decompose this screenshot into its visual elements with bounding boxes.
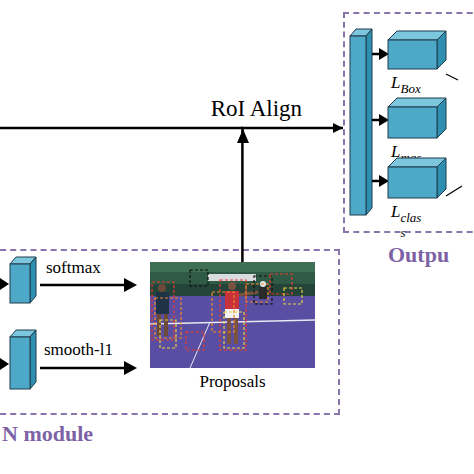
photo-stands (150, 262, 315, 272)
court-line (190, 322, 210, 368)
player-body (156, 292, 169, 314)
proposal-box (220, 280, 246, 350)
player-leg (164, 314, 168, 336)
player-head (228, 282, 236, 290)
loss-subscript: Box (400, 81, 420, 96)
exit-strokes (446, 74, 462, 196)
proposal-box (152, 282, 174, 340)
player-shorts (225, 309, 239, 318)
player-body (259, 287, 267, 299)
image-caption: Proposals (150, 372, 315, 392)
loss-label: LBox (391, 73, 421, 96)
cube-shape (388, 31, 446, 69)
module-box: OutpuLBoxLmasLclas s (343, 12, 474, 233)
exit-line (446, 186, 462, 196)
proposal-boxes (152, 270, 302, 350)
arrow-head (124, 278, 137, 292)
arrow-line (40, 284, 126, 287)
feature-line (0, 127, 243, 130)
proposal-box (270, 274, 292, 294)
cube-shape (388, 98, 446, 138)
arrow-head (124, 361, 137, 375)
loss-symbol: L (391, 73, 400, 92)
player-body (225, 291, 239, 309)
cube-front (388, 40, 437, 69)
cube-front (388, 107, 437, 138)
photo-backdrop (150, 262, 315, 368)
proposal-photo (150, 262, 315, 368)
cube-top (388, 31, 446, 40)
cube-front (388, 167, 437, 198)
arrow-head (0, 358, 9, 370)
loss-subscript: clas s (400, 210, 425, 240)
proposal-box (246, 284, 268, 302)
proposal-box (160, 320, 176, 348)
module-label: Outpu (388, 242, 449, 268)
branch-label: softmax (46, 258, 101, 278)
exit-line (446, 74, 458, 80)
loss-symbol: L (391, 202, 400, 221)
player-leg (227, 318, 231, 344)
slab-side (30, 257, 36, 303)
loss-cube: LBox (388, 31, 446, 75)
cube-side (437, 31, 446, 69)
proposal-box (224, 312, 244, 348)
court-line (150, 320, 315, 324)
cube-top (388, 98, 446, 107)
edge-label: RoI Align (211, 96, 302, 122)
cube-top (388, 158, 446, 167)
slab-side (30, 330, 36, 389)
player-head (158, 284, 166, 292)
proposal-box (254, 276, 272, 304)
branch-label: smooth-l1 (44, 340, 113, 360)
arrow-line (40, 367, 126, 370)
player-arm (239, 292, 258, 295)
cube-side (437, 98, 446, 138)
output-feature-slab (350, 29, 372, 215)
module-label: N module (2, 421, 93, 447)
rpn-arrows (0, 278, 137, 375)
proposal-box (186, 332, 204, 350)
slab-side (366, 29, 372, 215)
flow-arrow (242, 128, 343, 262)
loss-cube: Lclas s (388, 158, 446, 204)
rpn-slab-top (10, 257, 36, 303)
arrow-head (0, 278, 9, 290)
loss-cube: Lmas (388, 98, 446, 144)
cube-side (437, 158, 446, 198)
slab-front (350, 36, 366, 215)
backbone-line (0, 128, 249, 143)
slab-front (10, 337, 30, 389)
loss-label: Lclas s (391, 202, 425, 240)
rpn-slab-bottom (10, 330, 36, 389)
proposal-box (284, 288, 302, 304)
proposal-box (190, 270, 208, 286)
slab-front (10, 264, 30, 303)
proposal-image: Proposals (150, 262, 315, 368)
player-leg (234, 318, 238, 344)
proposal-box (155, 298, 181, 338)
cube-shape (388, 158, 446, 198)
